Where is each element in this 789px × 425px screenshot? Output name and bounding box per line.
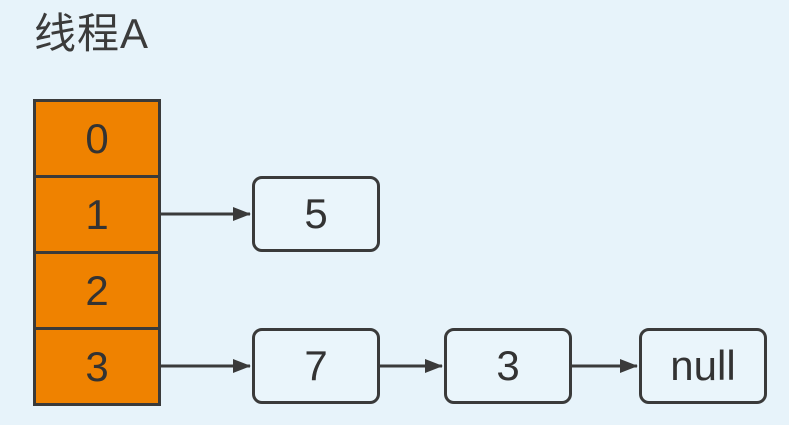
array-column: 0 1 2 3 [33,99,161,406]
list-node-5: 5 [252,176,380,252]
array-cell-0: 0 [36,102,158,178]
array-cell-3: 3 [36,330,158,403]
array-cell-1: 1 [36,178,158,254]
array-cell-2: 2 [36,254,158,330]
thread-a-title: 线程A [34,10,150,57]
list-node-null: null [639,328,767,404]
list-node-7: 7 [252,328,380,404]
list-node-3: 3 [444,328,572,404]
